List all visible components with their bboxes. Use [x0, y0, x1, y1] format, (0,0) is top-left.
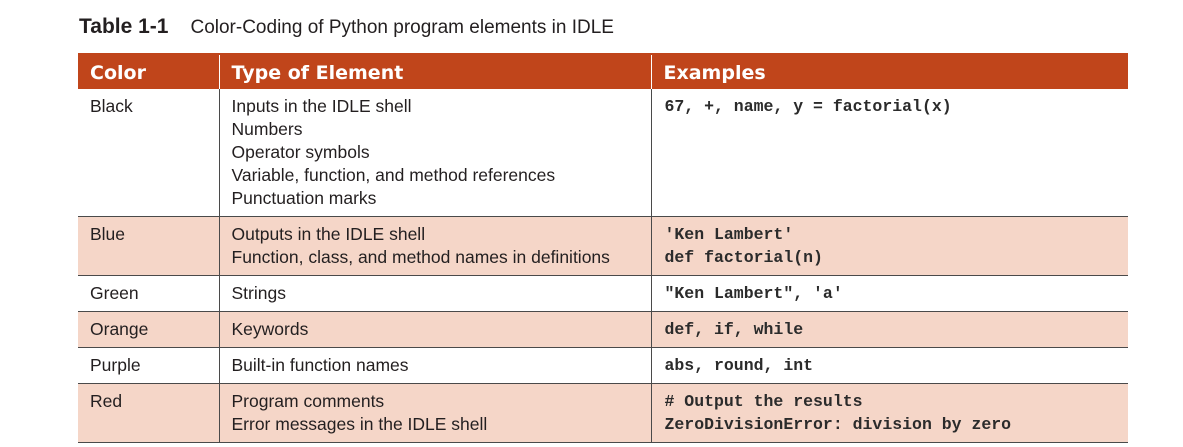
cell-examples: "Ken Lambert", 'a' — [650, 275, 1128, 312]
type-line: Punctuation marks — [231, 188, 377, 208]
cell-color: Orange — [78, 311, 219, 348]
table-row: Green Strings "Ken Lambert", 'a' — [78, 275, 1128, 312]
cell-examples: 67, +, name, y = factorial(x) — [650, 89, 1128, 217]
example-line: ZeroDivisionError: division by zero — [664, 415, 1012, 434]
header-examples: Examples — [650, 53, 1128, 89]
header-color: Color — [78, 53, 219, 89]
type-line: Outputs in the IDLE shell — [231, 224, 426, 244]
cell-color: Purple — [78, 347, 219, 384]
table-number: Table 1-1 — [79, 15, 169, 38]
type-line: Strings — [231, 283, 286, 303]
type-line: Inputs in the IDLE shell — [231, 96, 412, 116]
example-line: 'Ken Lambert' — [664, 225, 794, 244]
cell-examples: 'Ken Lambert' def factorial(n) — [650, 216, 1128, 276]
table-header-row: Color Type of Element Examples — [78, 53, 1128, 89]
cell-type-of-element: Built-in function names — [218, 347, 651, 384]
header-type-of-element: Type of Element — [218, 53, 651, 89]
cell-color: Black — [78, 89, 219, 217]
cell-examples: abs, round, int — [650, 347, 1128, 384]
cell-color: Green — [78, 275, 219, 312]
example-line: 67, +, name, y = factorial(x) — [664, 97, 952, 116]
cell-color: Blue — [78, 216, 219, 276]
example-line: def, if, while — [664, 320, 804, 339]
table-title: Color-Coding of Python program elements … — [190, 17, 614, 38]
example-line: # Output the results — [664, 392, 863, 411]
cell-type-of-element: Strings — [218, 275, 651, 312]
type-line: Keywords — [231, 319, 309, 339]
table-row: Purple Built-in function names abs, round,… — [78, 347, 1128, 384]
type-line: Numbers — [231, 119, 303, 139]
cell-type-of-element: Keywords — [218, 311, 651, 348]
table-row: Orange Keywords def, if, while — [78, 311, 1128, 348]
example-line: abs, round, int — [664, 356, 814, 375]
type-line: Program comments — [231, 391, 385, 411]
type-line: Variable, function, and method reference… — [231, 165, 556, 185]
table-caption: Table 1-1 Color-Coding of Python program … — [79, 14, 614, 41]
type-line: Built-in function names — [231, 355, 409, 375]
cell-color: Red — [78, 383, 219, 443]
type-line: Operator symbols — [231, 142, 370, 162]
type-line: Error messages in the IDLE shell — [231, 414, 488, 434]
cell-examples: def, if, while — [650, 311, 1128, 348]
example-line: "Ken Lambert", 'a' — [664, 284, 843, 303]
type-line: Function, class, and method names in def… — [231, 247, 610, 267]
example-line: def factorial(n) — [664, 248, 823, 267]
